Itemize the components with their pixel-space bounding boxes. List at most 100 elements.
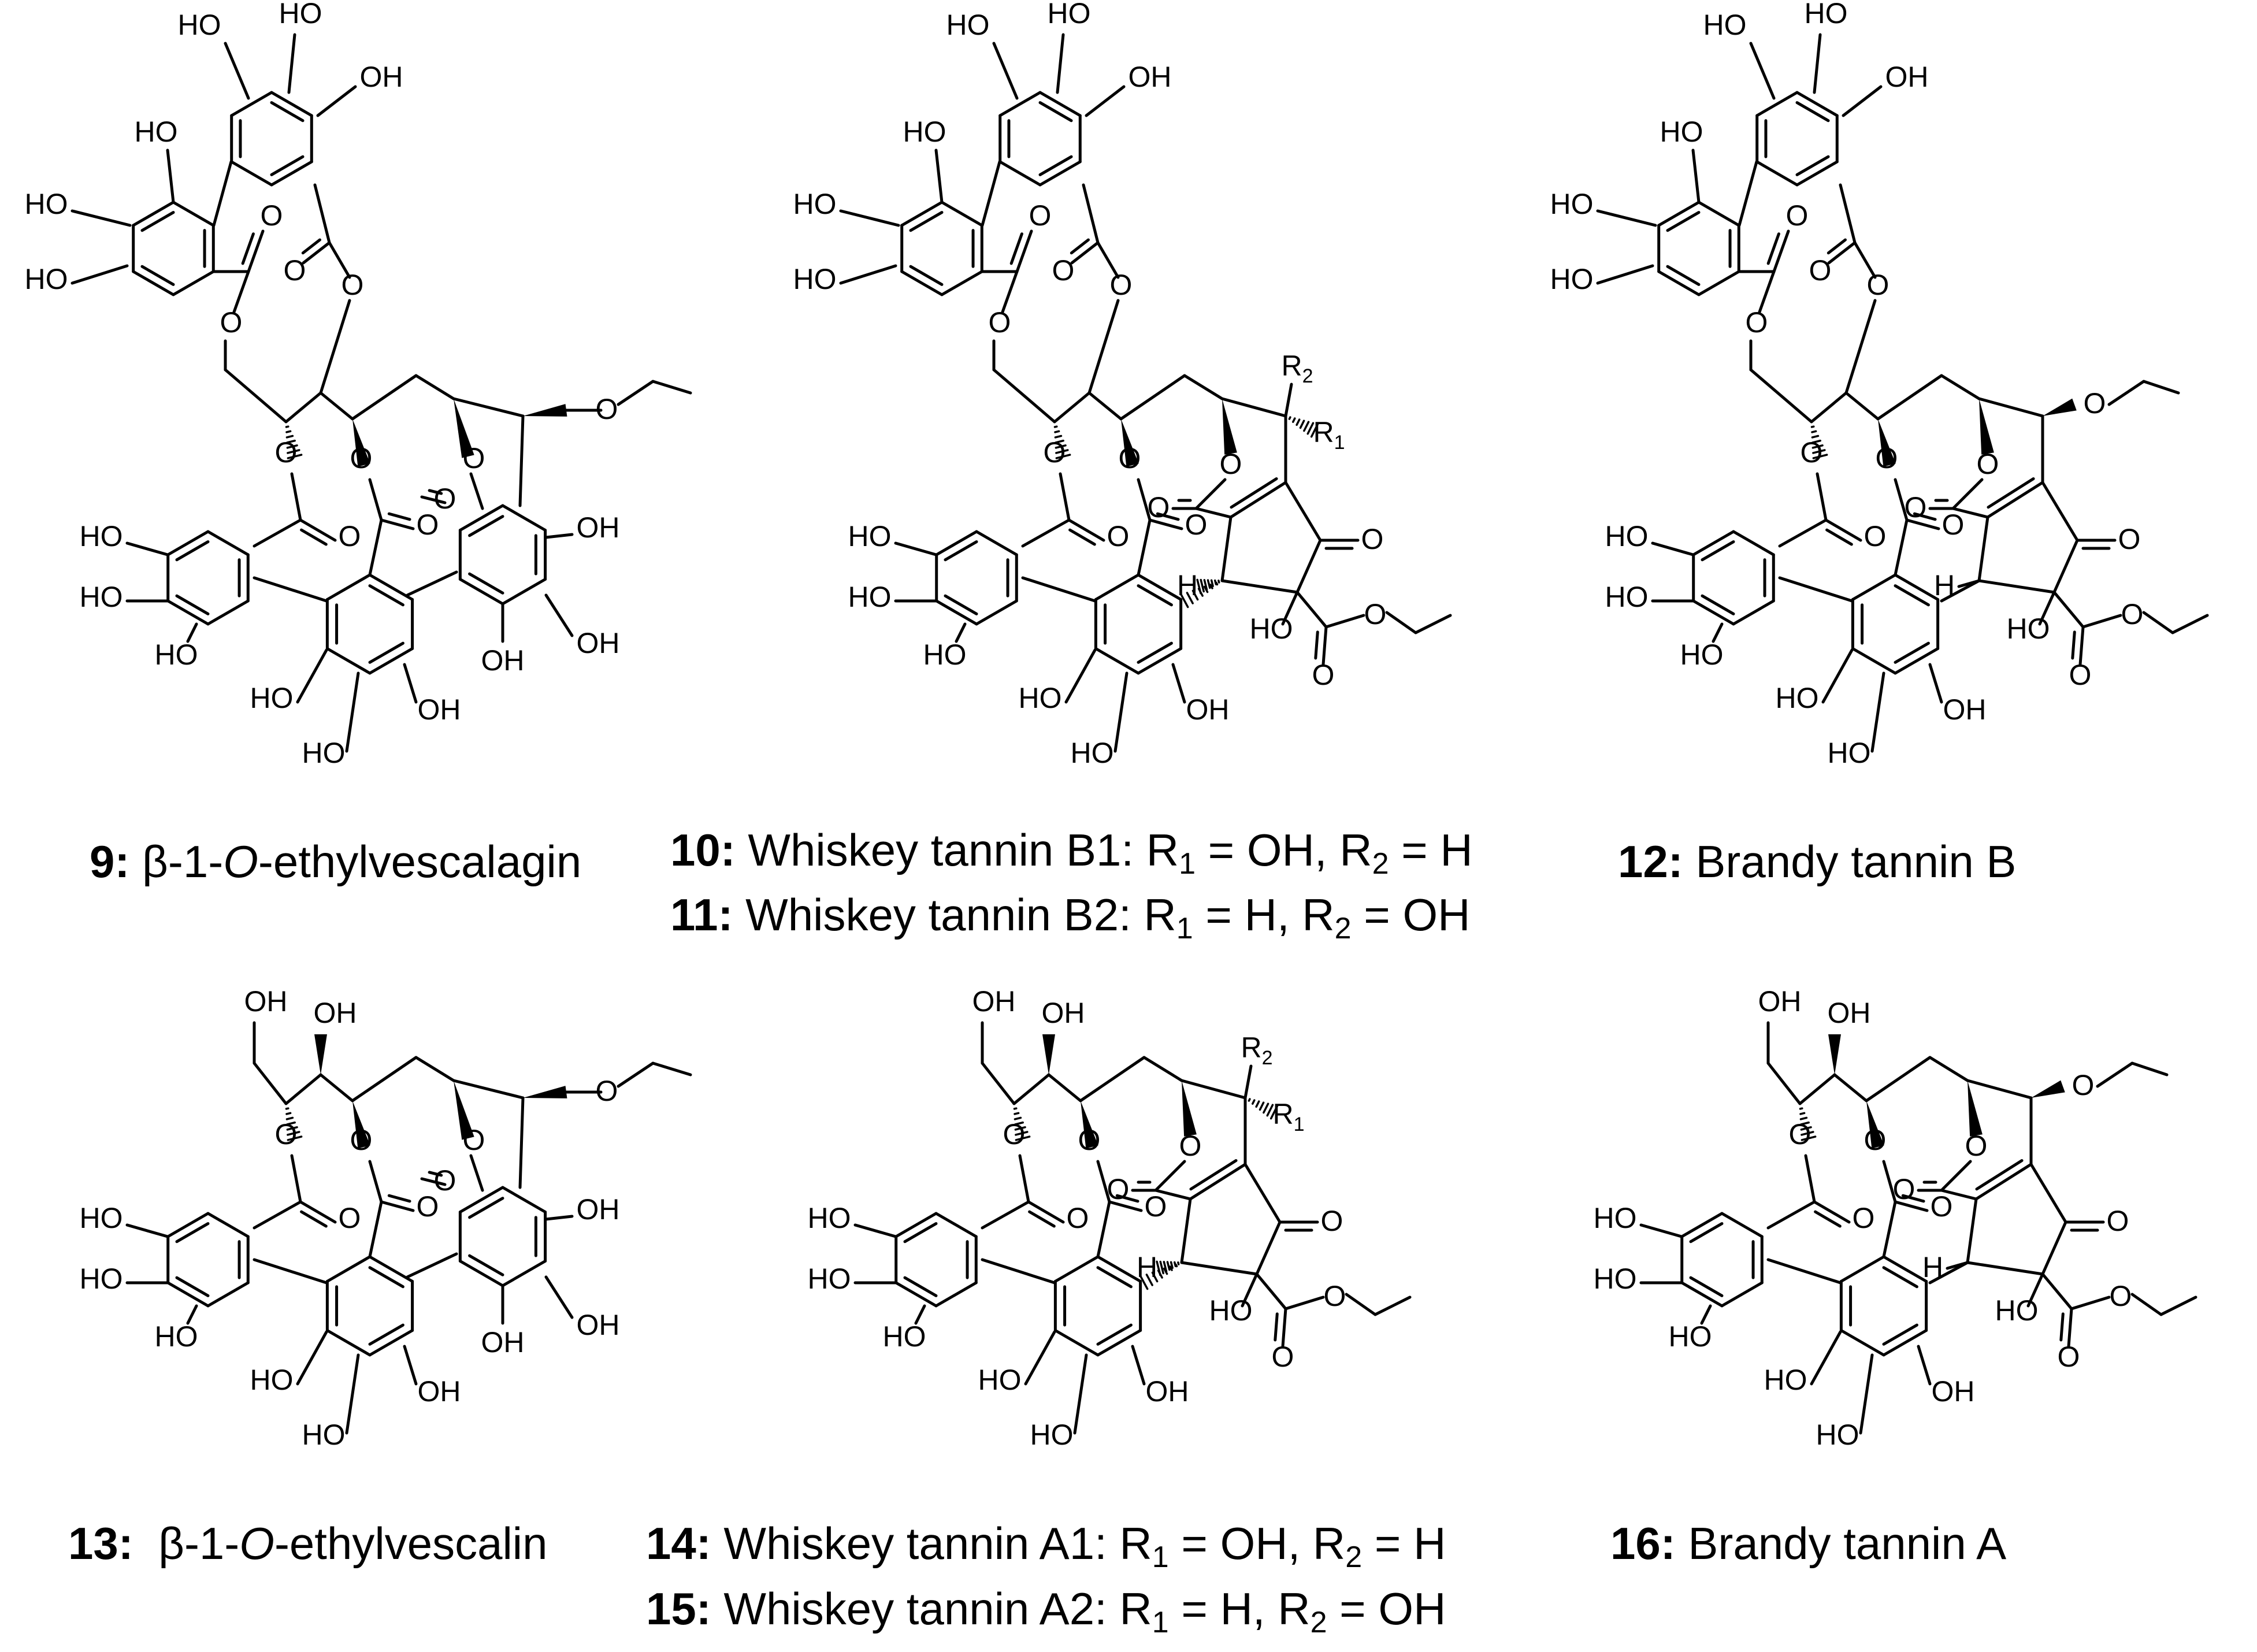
atom-label: OH bbox=[360, 61, 403, 93]
atom-label: O bbox=[1179, 1130, 1202, 1162]
bond bbox=[1180, 1197, 1192, 1264]
atom-label: OH bbox=[1885, 61, 1929, 93]
caption-compound-16: 16: Brandy tannin A bbox=[1610, 1521, 2006, 1566]
bond bbox=[302, 241, 331, 265]
atom-label: O bbox=[2072, 1069, 2095, 1101]
atom-label: HO bbox=[80, 1263, 123, 1295]
bond bbox=[468, 1197, 504, 1219]
bond bbox=[428, 1171, 443, 1177]
bond bbox=[617, 1061, 655, 1088]
bond bbox=[1810, 425, 1815, 428]
atom-label: HO bbox=[250, 1364, 294, 1396]
atom-label: HO bbox=[1660, 116, 1703, 148]
bond bbox=[1014, 1116, 1022, 1120]
structure-compound-16: HOHOHOHOHOOHOOOOOHOHOOOOHHOOO bbox=[1594, 985, 2197, 1451]
atom-label: HO bbox=[178, 9, 221, 41]
bond bbox=[232, 270, 250, 314]
bond bbox=[1303, 421, 1310, 432]
atom-label: HO bbox=[135, 116, 178, 148]
atom-label: O bbox=[417, 1190, 439, 1223]
bond bbox=[617, 380, 655, 406]
bond bbox=[2029, 1163, 2067, 1224]
bond bbox=[1799, 1107, 1803, 1110]
r-group-label: R1 bbox=[1272, 1098, 1304, 1135]
r-subscript: 2 bbox=[1345, 1540, 1363, 1574]
atom-label: HO bbox=[1776, 682, 1819, 714]
bond bbox=[1180, 593, 1189, 608]
bond bbox=[1812, 449, 1826, 454]
bond bbox=[1882, 1200, 1897, 1259]
bond bbox=[1137, 647, 1183, 675]
compound-number: 14: bbox=[646, 1518, 711, 1569]
bond bbox=[900, 270, 944, 296]
bond bbox=[469, 1154, 484, 1192]
bond bbox=[1014, 1112, 1020, 1115]
compound-number: 13: bbox=[68, 1518, 133, 1569]
bond bbox=[368, 1255, 414, 1283]
compound-number: 9: bbox=[90, 836, 130, 887]
wedge-bond bbox=[2043, 398, 2077, 416]
bond bbox=[1067, 518, 1105, 542]
bond bbox=[1738, 160, 1758, 227]
bond bbox=[1795, 101, 1830, 122]
bond bbox=[1096, 1329, 1142, 1357]
atom-label: O bbox=[1321, 1205, 1343, 1237]
atom-label: HO bbox=[1605, 520, 1649, 552]
bond bbox=[1015, 1131, 1029, 1136]
atom-label: O bbox=[261, 199, 283, 232]
bond bbox=[544, 533, 574, 539]
bond bbox=[290, 472, 302, 522]
bond bbox=[284, 1073, 322, 1105]
r-subscript: 2 bbox=[1310, 1606, 1327, 1639]
bond bbox=[1844, 391, 1880, 421]
bond bbox=[328, 241, 351, 279]
bond bbox=[1749, 368, 1813, 424]
bond bbox=[1851, 647, 1897, 675]
atom-label: O bbox=[2121, 598, 2144, 630]
bond bbox=[1229, 481, 1287, 519]
bond bbox=[934, 1281, 978, 1308]
atom-label: HO bbox=[80, 520, 123, 552]
bond bbox=[1882, 1329, 1928, 1357]
bond bbox=[1295, 539, 1322, 594]
bond bbox=[998, 160, 1042, 187]
bond bbox=[544, 593, 574, 637]
wedge-bond bbox=[314, 1034, 327, 1075]
bond bbox=[1087, 299, 1120, 395]
bond bbox=[368, 478, 383, 522]
bond bbox=[253, 518, 302, 548]
bond bbox=[1096, 241, 1120, 279]
bond bbox=[894, 1281, 938, 1308]
bond bbox=[1882, 1255, 1928, 1283]
bond bbox=[1799, 1116, 1808, 1120]
bond bbox=[166, 599, 210, 626]
bond bbox=[1252, 1099, 1256, 1105]
bond bbox=[1015, 229, 1033, 273]
bond bbox=[2130, 1061, 2169, 1076]
bond bbox=[1977, 579, 2056, 594]
bond bbox=[1156, 512, 1180, 521]
atom-label: H bbox=[1177, 569, 1198, 602]
atom-label: O bbox=[1148, 491, 1170, 524]
bond bbox=[975, 530, 1018, 556]
bond bbox=[839, 209, 900, 227]
compound-name: Whiskey tannin A1 bbox=[723, 1518, 1095, 1569]
bond bbox=[1813, 33, 1822, 94]
bond bbox=[1816, 472, 1828, 522]
bond bbox=[1778, 576, 1854, 603]
compound-number: 12: bbox=[1618, 836, 1683, 887]
bond bbox=[1038, 101, 1073, 122]
bond bbox=[1055, 454, 1071, 459]
bond bbox=[1021, 576, 1097, 603]
r2-value: H bbox=[1440, 825, 1473, 875]
atom-label: HO bbox=[1805, 0, 1848, 29]
atom-label: O bbox=[1067, 1202, 1089, 1234]
bond bbox=[230, 91, 273, 117]
atom-label: O bbox=[339, 520, 361, 552]
bond bbox=[286, 439, 296, 444]
bond bbox=[319, 299, 351, 395]
bond bbox=[1288, 416, 1291, 420]
atom-label: OH bbox=[314, 997, 357, 1029]
wedge-bond bbox=[1081, 1101, 1098, 1149]
